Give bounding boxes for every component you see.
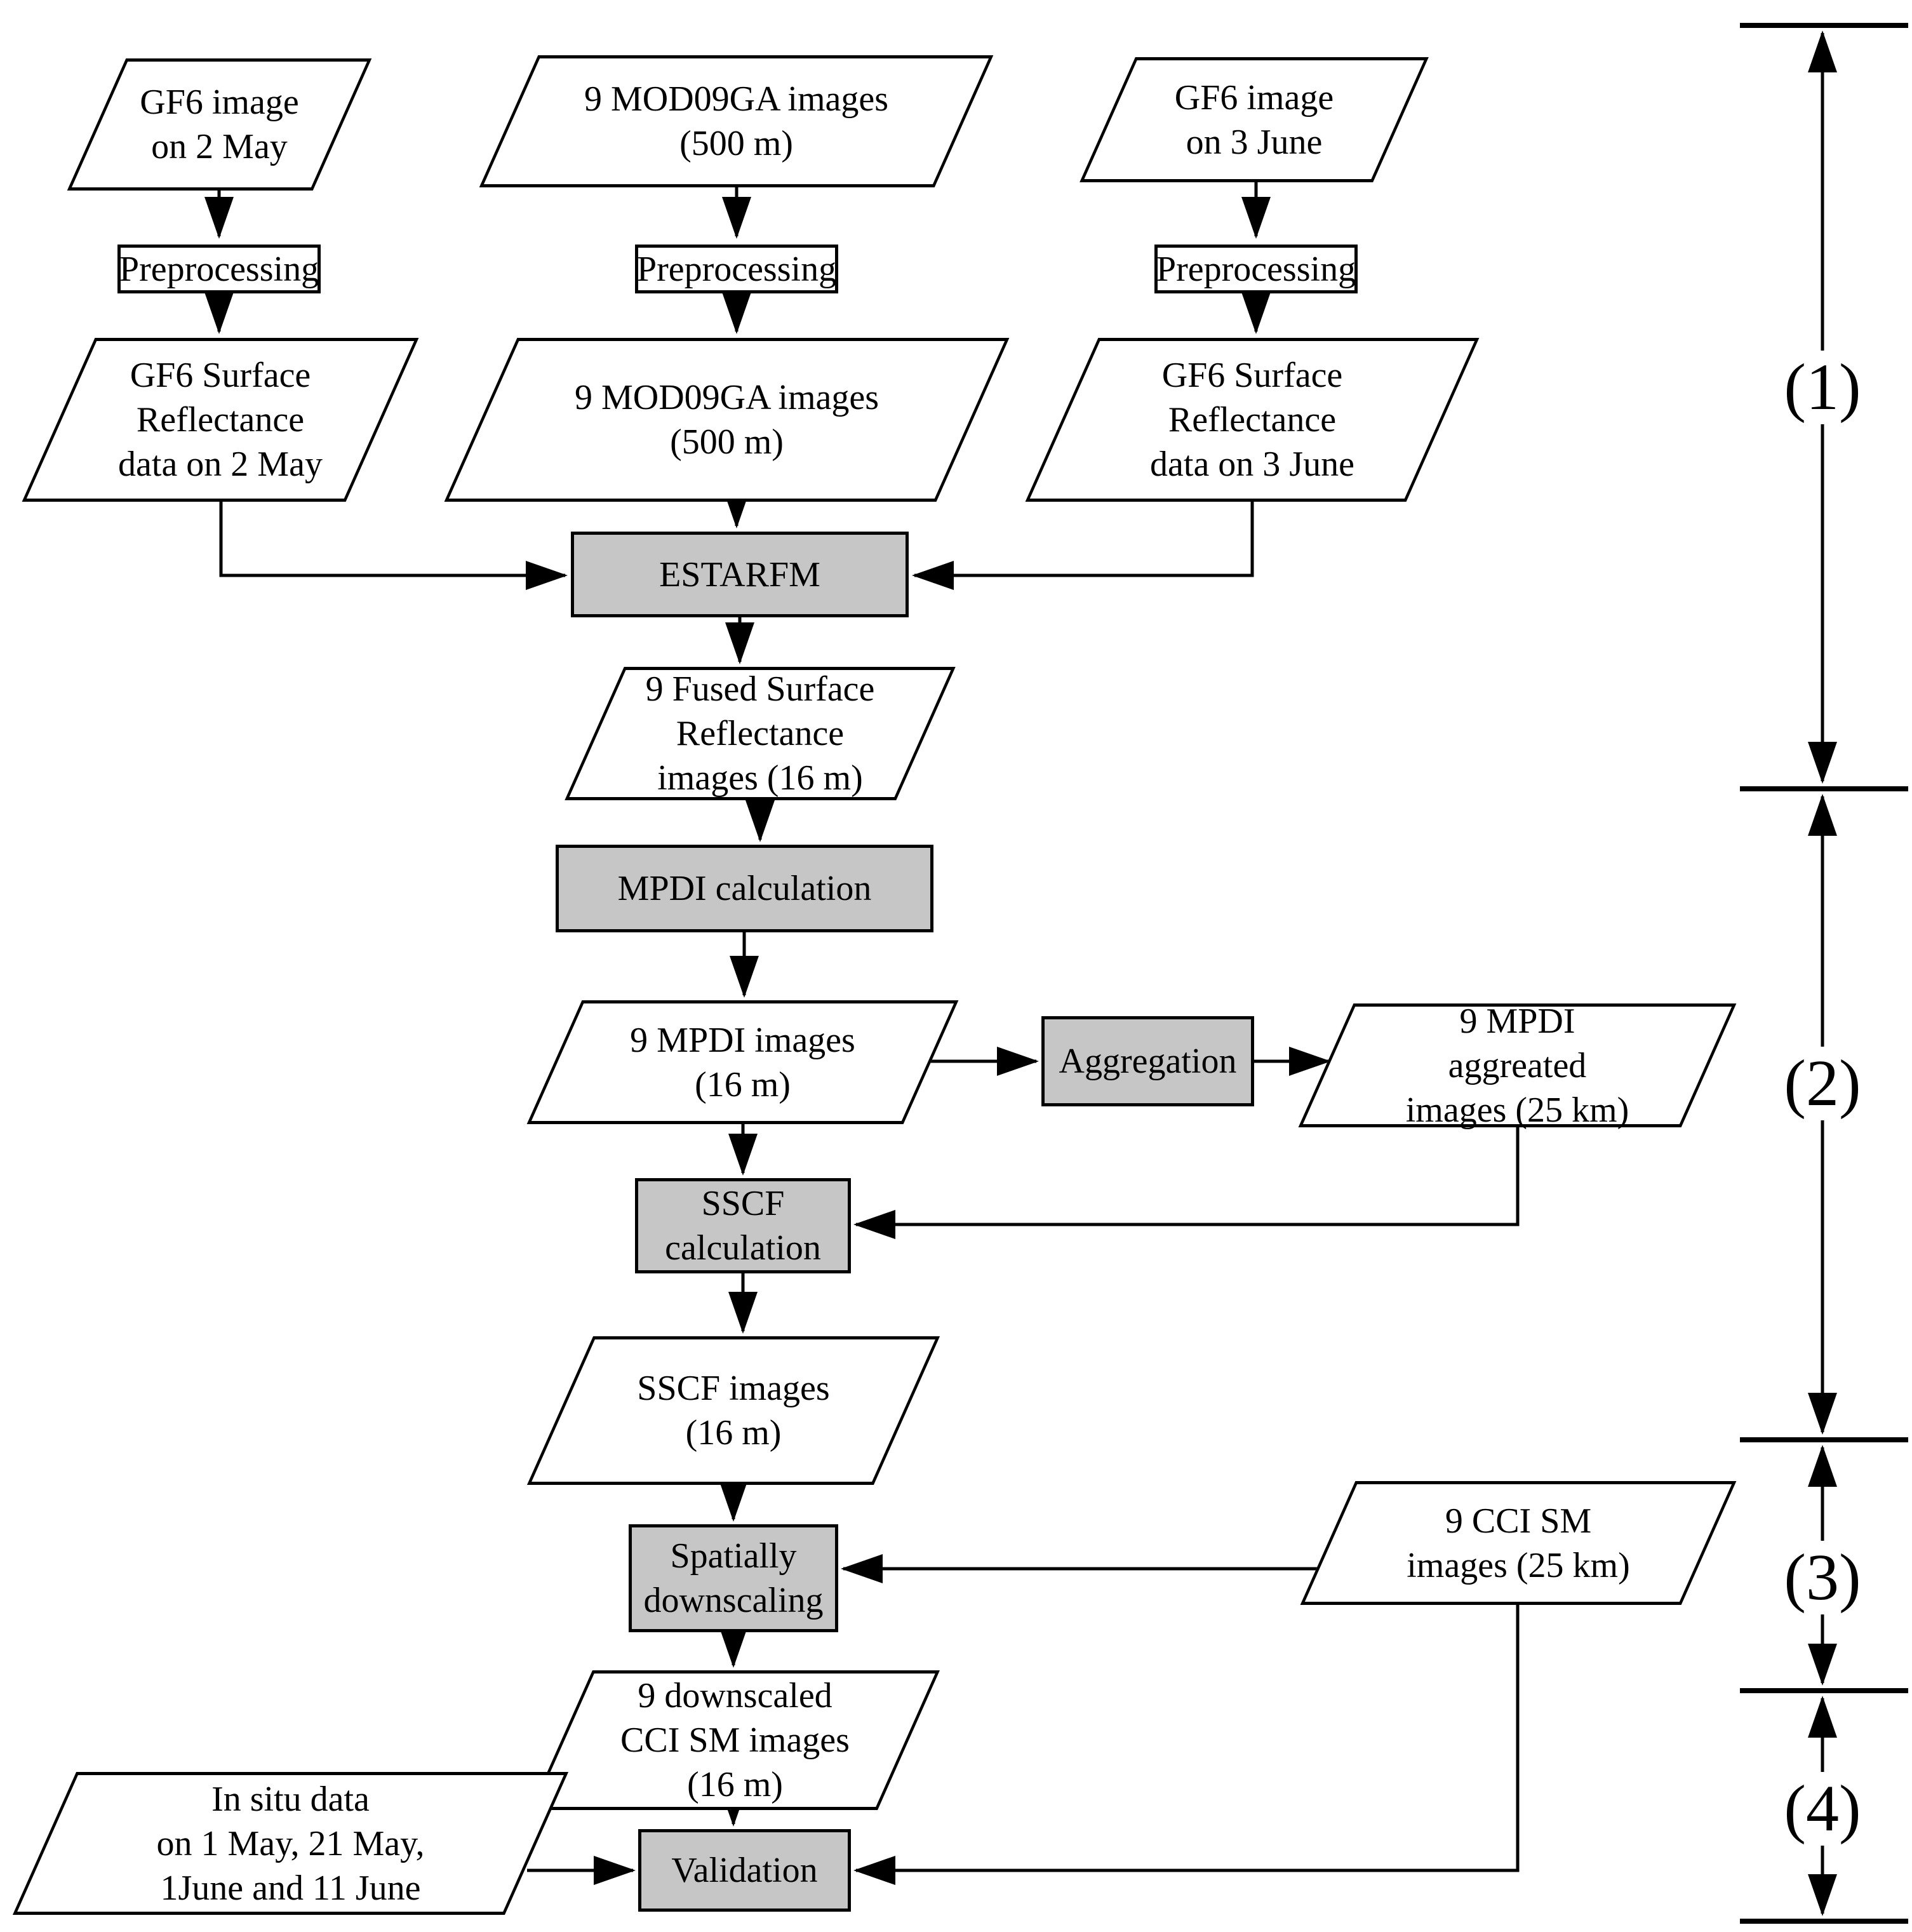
node-label: GF6 image on 2 May xyxy=(140,83,299,166)
stage-scale xyxy=(1740,23,1908,1924)
node-preprocessing-2: Preprocessing xyxy=(635,245,838,293)
node-label: GF6 image on 3 June xyxy=(1174,77,1334,162)
node-preprocessing-1: Preprocessing xyxy=(117,245,321,293)
edge-sr3june-to-estarfm xyxy=(912,502,1254,590)
stage-label-1: (1) xyxy=(1779,351,1866,424)
node-label: SSCF calculation xyxy=(665,1184,821,1268)
edge-aggimg-to-sscfcalc xyxy=(853,1127,1520,1239)
node-label: ESTARFM xyxy=(659,554,820,594)
node-estarfm: ESTARFM xyxy=(571,532,909,617)
stage-label-3: (3) xyxy=(1779,1541,1866,1614)
node-label: Preprocessing xyxy=(1156,249,1356,289)
node-label: 9 MPDI aggreated images (25 km) xyxy=(1405,1001,1629,1130)
node-cci-sm-images: 9 CCI SM images (25 km) xyxy=(1328,1481,1709,1605)
node-label: 9 MOD09GA images (500 m) xyxy=(584,79,889,163)
node-label: In situ data on 1 May, 21 May, 1June and… xyxy=(156,1779,425,1908)
node-downscaled-cci-sm-images: 9 downscaled CCI SM images (16 m) xyxy=(561,1670,909,1810)
node-preprocessing-3: Preprocessing xyxy=(1154,245,1358,293)
node-mod09ga-images-sr: 9 MOD09GA images (500 m) xyxy=(481,338,973,502)
node-validation: Validation xyxy=(638,1829,851,1912)
node-gf6-surface-reflectance-3june: GF6 Surface Reflectance data on 3 June xyxy=(1062,338,1443,502)
node-label: Validation xyxy=(671,1851,818,1890)
node-mpdi-images: 9 MPDI images (16 m) xyxy=(554,1000,931,1124)
node-sscf-calculation: SSCF calculation xyxy=(635,1178,851,1273)
node-label: MPDI calculation xyxy=(617,869,872,908)
stage-label-4: (4) xyxy=(1779,1772,1866,1846)
node-fused-surface-reflectance: 9 Fused Surface Reflectance images (16 m… xyxy=(594,667,926,800)
node-label: 9 MOD09GA images (500 m) xyxy=(574,378,879,462)
edge-sr2may-to-estarfm xyxy=(219,502,568,590)
node-gf6-image-2may: GF6 image on 2 May xyxy=(97,58,342,191)
node-label: 9 MPDI images (16 m) xyxy=(630,1020,855,1104)
node-label: SSCF images (16 m) xyxy=(637,1369,830,1452)
node-label: 9 Fused Surface Reflectance images (16 m… xyxy=(645,669,875,798)
node-gf6-image-3june: GF6 image on 3 June xyxy=(1107,57,1401,182)
node-label: Preprocessing xyxy=(636,249,837,289)
node-sscf-images: SSCF images (16 m) xyxy=(560,1336,907,1485)
node-in-situ-data: In situ data on 1 May, 21 May, 1June and… xyxy=(44,1772,537,1915)
edge-ccism-to-validation xyxy=(853,1605,1520,1885)
node-gf6-surface-reflectance-2may: GF6 Surface Reflectance data on 2 May xyxy=(58,338,382,502)
node-label: GF6 Surface Reflectance data on 3 June xyxy=(1150,356,1354,484)
node-mpdi-calculation: MPDI calculation xyxy=(556,845,933,932)
node-mpdi-aggregated-images: 9 MPDI aggreated images (25 km) xyxy=(1326,1002,1709,1130)
stage-label-2: (2) xyxy=(1779,1047,1866,1120)
node-label: Spatially downscaling xyxy=(643,1536,824,1620)
node-spatially-downscaling: Spatially downscaling xyxy=(629,1524,838,1632)
node-label: GF6 Surface Reflectance data on 2 May xyxy=(118,356,323,484)
node-label: Preprocessing xyxy=(119,249,319,289)
node-label: Aggregation xyxy=(1059,1042,1237,1081)
node-mod09ga-images-raw: 9 MOD09GA images (500 m) xyxy=(509,55,964,187)
node-label: 9 downscaled CCI SM images (16 m) xyxy=(620,1676,850,1804)
node-label: 9 CCI SM images (25 km) xyxy=(1407,1501,1630,1585)
node-aggregation: Aggregation xyxy=(1041,1016,1254,1106)
